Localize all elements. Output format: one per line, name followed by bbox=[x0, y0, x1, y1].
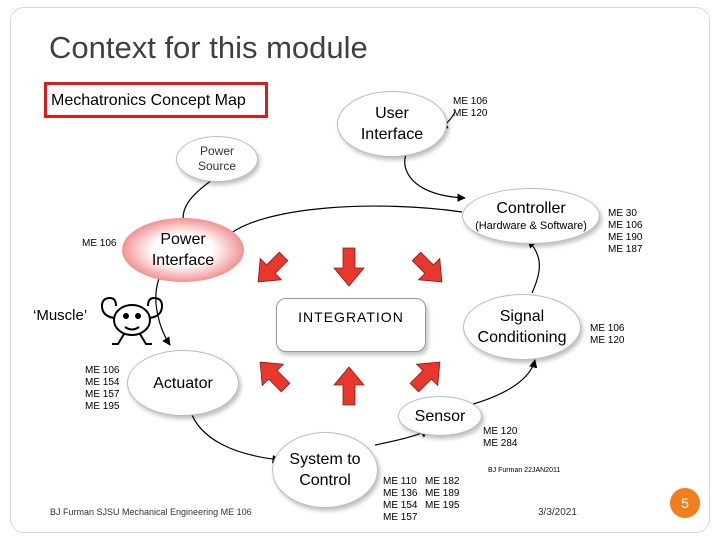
arrow-actuator-to-system bbox=[189, 409, 281, 464]
controller-courses: ME 30 ME 106 ME 190 ME 187 bbox=[608, 208, 643, 255]
node-sensor: Sensor bbox=[398, 396, 482, 436]
signal-conditioning-label: Signal Conditioning bbox=[477, 308, 567, 346]
power-interface-label: Power Interface bbox=[151, 231, 215, 269]
node-signal-conditioning: Signal Conditioning bbox=[463, 294, 581, 360]
system-courses-col2: ME 182 ME 189 ME 195 bbox=[425, 476, 460, 511]
controller-sublabel: (Hardware & Software) bbox=[475, 219, 587, 232]
slide-frame bbox=[10, 7, 710, 533]
red-arrow-top-left bbox=[257, 251, 289, 283]
node-power-source: Power Source bbox=[176, 136, 258, 182]
footer-stamp: BJ Furman 22JAN2011 bbox=[488, 467, 561, 474]
power-interface-courses: ME 106 bbox=[82, 238, 117, 249]
page-number-badge: 5 bbox=[670, 488, 700, 518]
concept-map-label: Mechatronics Concept Map bbox=[51, 92, 246, 109]
sensor-label: Sensor bbox=[414, 407, 466, 425]
red-arrow-bottom-left bbox=[259, 361, 291, 393]
controller-label: Controller bbox=[496, 199, 566, 217]
footer-date: 3/3/2021 bbox=[538, 507, 577, 518]
actuator-label: Actuator bbox=[153, 374, 213, 392]
node-controller: Controller (Hardware & Software) bbox=[462, 188, 600, 244]
footer-author: BJ Furman SJSU Mechanical Engineering ME… bbox=[50, 507, 252, 517]
red-arrow-top-right bbox=[411, 251, 443, 283]
node-user-interface: User Interface bbox=[337, 91, 447, 157]
sensor-courses: ME 120 ME 284 bbox=[483, 426, 518, 449]
red-arrow-top-center bbox=[333, 247, 365, 287]
node-system-to-control: System to Control bbox=[272, 432, 378, 508]
red-arrow-bottom-right bbox=[409, 361, 441, 393]
integration-label: INTEGRATION bbox=[298, 309, 404, 325]
user-interface-label: User Interface bbox=[360, 105, 424, 143]
signal-conditioning-courses: ME 106 ME 120 bbox=[590, 323, 625, 346]
user-interface-courses: ME 106 ME 120 bbox=[453, 96, 488, 119]
power-source-label: Power Source bbox=[197, 144, 237, 173]
arrow-signal-conditioning-to-controller bbox=[527, 239, 540, 294]
muscle-label: ‘Muscle’ bbox=[33, 307, 88, 324]
actuator-courses: ME 106 ME 154 ME 157 ME 195 bbox=[85, 365, 120, 412]
arrow-controller-to-power-interface bbox=[224, 205, 463, 239]
system-to-control-label: System to Control bbox=[289, 451, 361, 489]
node-integration: INTEGRATION bbox=[276, 298, 426, 352]
arrow-sensor-to-signal-conditioning bbox=[469, 359, 538, 406]
arrow-power-interface-to-actuator bbox=[155, 275, 171, 346]
red-arrow-bottom-center bbox=[333, 366, 365, 406]
muscle-figure-icon bbox=[100, 296, 164, 345]
node-power-interface: Power Interface bbox=[122, 218, 244, 282]
system-courses-col1: ME 110 ME 136 ME 154 ME 157 bbox=[383, 476, 418, 523]
slide-title: Context for this module bbox=[49, 30, 368, 65]
concept-map-highlight-box bbox=[44, 82, 268, 118]
node-actuator: Actuator bbox=[127, 350, 239, 416]
